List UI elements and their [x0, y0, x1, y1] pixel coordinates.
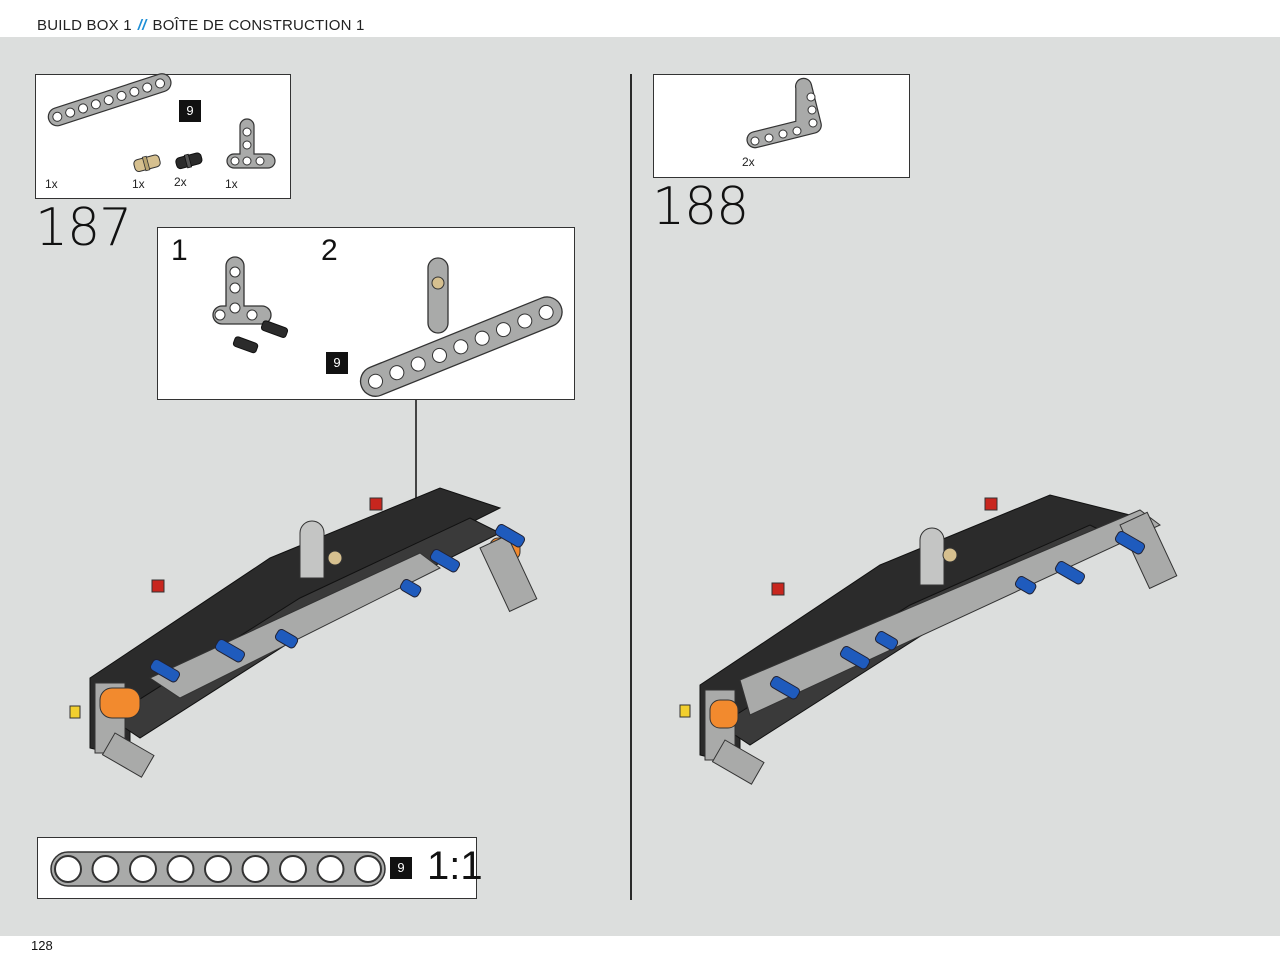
step-number-187: 187 — [35, 198, 132, 258]
subassembly-beam-badge: 9 — [326, 352, 348, 374]
step-number-188: 188 — [652, 177, 749, 237]
subassembly-callout: 1 2 9 — [157, 227, 575, 400]
page-number: 128 — [31, 938, 53, 953]
substep-number-2: 2 — [321, 234, 338, 267]
parts-callout-187: 9 1x 1x 2x 1x — [35, 73, 291, 199]
page-header: BUILD BOX 1 // BOÎTE DE CONSTRUCTION 1 — [0, 0, 1280, 37]
black-friction-pin-image — [175, 152, 203, 170]
beam-9-quantity: 1x — [45, 177, 58, 191]
header-title: BUILD BOX 1 // BOÎTE DE CONSTRUCTION 1 — [37, 17, 365, 34]
black-friction-pin-quantity: 2x — [174, 175, 187, 189]
substep-2-illustration — [359, 257, 563, 397]
tan-axle-pin-quantity: 1x — [132, 177, 145, 191]
scale-beam-badge: 9 — [390, 857, 412, 879]
model-illustration-188 — [679, 494, 1178, 785]
step-divider — [630, 74, 632, 900]
substep-number-1: 1 — [171, 234, 188, 267]
beam-9-scale-image — [50, 851, 386, 887]
beam-length-badge: 9 — [179, 100, 201, 122]
scale-reference-box: 9 1:1 — [37, 837, 483, 899]
tan-axle-pin-image — [133, 154, 161, 173]
parts-callout-188: 2x — [653, 74, 910, 178]
header-title-fr: BOÎTE DE CONSTRUCTION 1 — [152, 17, 365, 34]
substep-1-illustration — [212, 256, 289, 354]
l-beam-part-image — [746, 77, 822, 149]
t-beam-quantity: 1x — [225, 177, 238, 191]
page-footer — [0, 936, 1280, 974]
header-separator: // — [137, 17, 147, 34]
header-title-en: BUILD BOX 1 — [37, 17, 132, 34]
l-beam-quantity: 2x — [742, 155, 755, 169]
model-illustration-187 — [69, 487, 538, 778]
scale-label: 1:1 — [427, 844, 483, 888]
beam-9-part-image — [47, 73, 172, 127]
t-beam-part-image — [226, 118, 276, 169]
